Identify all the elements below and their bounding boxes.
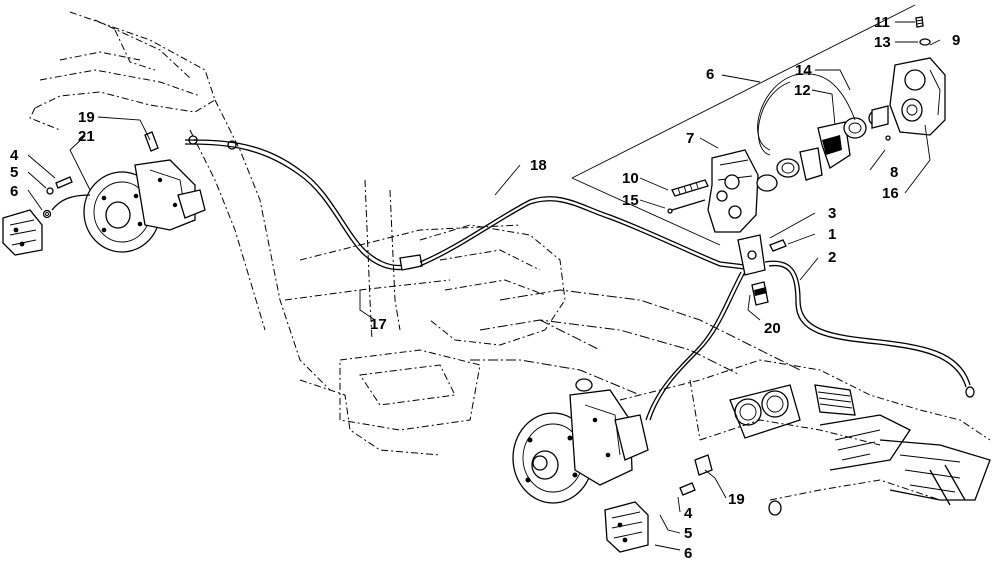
label-13: 13: [874, 34, 891, 51]
label-19-front: 19: [728, 491, 745, 508]
label-3: 3: [828, 205, 836, 222]
label-15: 15: [622, 192, 639, 209]
label-5-front: 5: [684, 525, 692, 542]
label-7: 7: [686, 130, 694, 147]
label-6-rear: 6: [10, 183, 18, 200]
rear-brake-hub-assembly: [83, 159, 206, 253]
label-20: 20: [764, 320, 781, 337]
label-14: 14: [795, 62, 812, 79]
leader-lines: [27, 21, 941, 551]
label-4-rear: 4: [10, 147, 19, 164]
label-9: 9: [952, 32, 960, 49]
label-8: 8: [890, 164, 898, 181]
part-labels: 11 13 9 6 14 12 7 8 16 10 15 18 3 1 2 20…: [10, 14, 960, 562]
rear-caliper-left: [2, 209, 43, 256]
label-10: 10: [622, 170, 639, 187]
label-4-front: 4: [684, 505, 693, 522]
label-2: 2: [828, 249, 836, 266]
brake-lines: [184, 135, 975, 421]
label-1: 1: [828, 226, 836, 243]
label-21: 21: [78, 128, 95, 145]
label-16: 16: [882, 185, 899, 202]
front-caliper-bolts: [679, 454, 713, 496]
label-19-rear: 19: [78, 109, 95, 126]
caliper-exploded-assembly: [571, 4, 946, 246]
label-6-caliper: 6: [706, 66, 714, 83]
vehicle-frame-outline: [29, 11, 991, 516]
rear-caliper-bolts: [42, 176, 73, 219]
rear-brake-hose-short: [51, 194, 91, 211]
label-6-front: 6: [684, 545, 692, 562]
brake-junction-block: [737, 234, 787, 276]
label-12: 12: [794, 82, 811, 99]
label-5-rear: 5: [10, 164, 18, 181]
label-17: 17: [370, 316, 387, 333]
label-18: 18: [530, 157, 547, 174]
brake-switch: [751, 281, 769, 306]
label-11: 11: [874, 14, 890, 31]
front-brake-hub-assembly: [512, 378, 649, 504]
front-caliper-left: [604, 501, 649, 553]
